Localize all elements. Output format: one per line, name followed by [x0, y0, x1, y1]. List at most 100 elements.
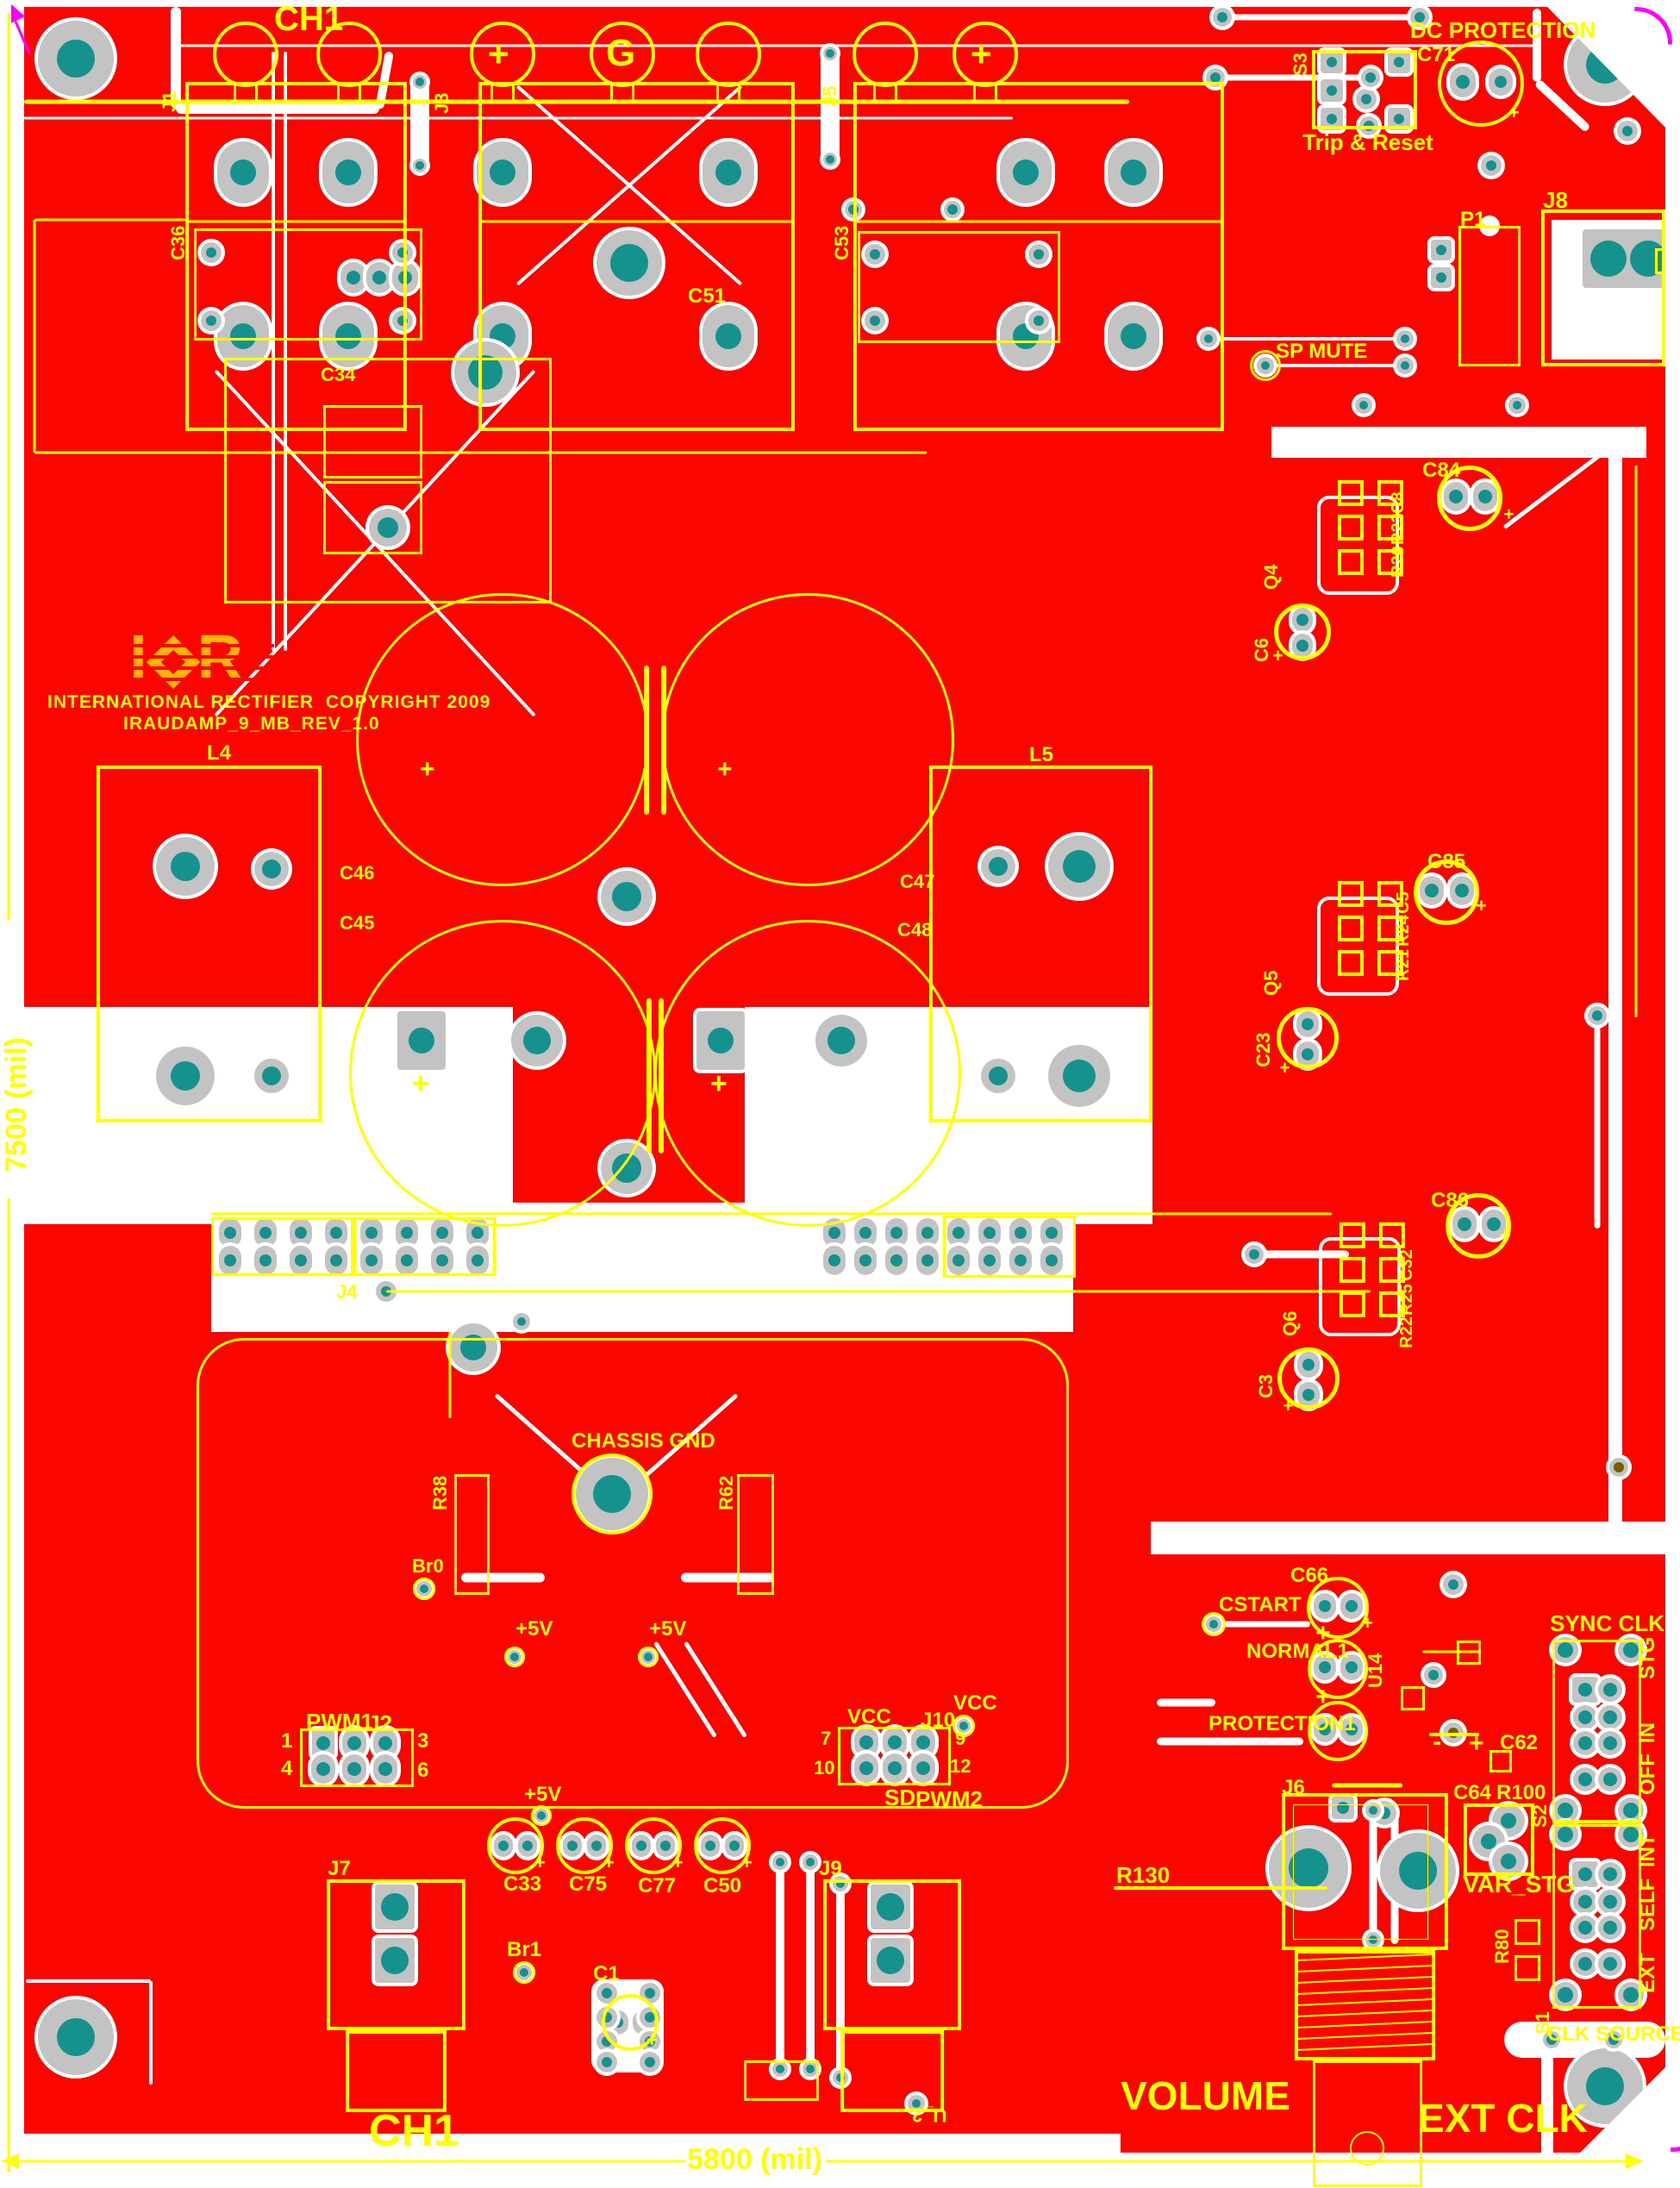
pad-drill	[921, 1254, 934, 1266]
silk-ring	[531, 1805, 552, 1826]
silkscreen-label: +	[672, 1852, 684, 1873]
silk-ring	[1437, 466, 1502, 531]
silk-outline	[1458, 226, 1521, 366]
silkscreen-label: DC PROTECTION	[1410, 17, 1596, 43]
silk-outline	[737, 1474, 774, 1595]
pad-drill	[401, 1227, 413, 1239]
pad-drill	[1586, 2067, 1624, 2105]
pad-drill	[415, 78, 424, 86]
pad-drill	[1623, 1642, 1639, 1658]
silkscreen-label: 12	[950, 1755, 971, 1777]
silk-line	[386, 1290, 1371, 1293]
silk-outline	[823, 1879, 961, 2030]
pad-drill	[1015, 1254, 1027, 1266]
copper-clearance	[1151, 1522, 1665, 1554]
pad-drill	[335, 159, 361, 185]
pad-drill	[316, 1736, 330, 1750]
pad-drill	[715, 159, 741, 185]
pad-drill	[262, 860, 281, 878]
pad-drill	[776, 2065, 784, 2073]
pad-drill	[259, 1254, 272, 1266]
silkscreen-label: C64	[1453, 1781, 1492, 1804]
silk-line	[1429, 1733, 1479, 1736]
silk-outline	[840, 2030, 944, 2112]
silkscreen-label: 10	[814, 1757, 835, 1779]
pad-drill	[230, 323, 256, 349]
pad-drill	[472, 1227, 484, 1239]
silk-outline	[327, 1879, 465, 2030]
silkscreen-label: +5V	[515, 1617, 553, 1641]
silkscreen-label: +	[1279, 1057, 1290, 1078]
trace-line	[1208, 337, 1405, 341]
pad-drill	[1578, 1710, 1592, 1724]
silk-outline	[211, 1217, 353, 1276]
pad-drill	[947, 204, 958, 215]
terminal-tab	[873, 83, 897, 103]
pad-drill	[295, 1227, 307, 1239]
pad-drill	[870, 249, 880, 259]
pad-drill	[436, 1254, 448, 1266]
pad-drill	[262, 1066, 281, 1085]
terminal-ring	[470, 22, 535, 87]
channel-label-top: CH1	[274, 0, 344, 38]
pad-drill	[335, 323, 361, 349]
pad-drill	[1327, 114, 1337, 124]
smd-pad	[1377, 480, 1403, 506]
pad-drill	[381, 1947, 409, 1974]
silk-outline	[744, 2060, 819, 2101]
pad-drill	[1015, 1227, 1027, 1239]
silkscreen-label: SD	[884, 1785, 916, 1810]
silkscreen-label: EXT CLK	[1418, 2096, 1588, 2141]
silkscreen-label: +	[741, 1852, 753, 1873]
silk-outline	[197, 1338, 1069, 1809]
corner-arc-bottom-right	[1671, 2112, 1680, 2152]
silk-outline	[300, 1729, 414, 1787]
terminal-tab	[716, 83, 740, 103]
pad-drill	[1204, 334, 1213, 343]
terminal-tab	[490, 83, 515, 103]
silkscreen-label: +	[1503, 503, 1514, 525]
pad-drill	[230, 159, 256, 185]
smd-pad	[1338, 549, 1364, 575]
silk-outline	[1552, 1640, 1641, 1822]
pad-drill	[1046, 1227, 1058, 1239]
trace-line	[1224, 1621, 1310, 1628]
copper-clearance	[1504, 2022, 1665, 2058]
pad-drill	[989, 857, 1008, 876]
terminal-tab	[973, 83, 997, 103]
smd-pad	[1377, 950, 1403, 976]
silk-ring	[1308, 1639, 1368, 1699]
silk-outline	[1490, 1750, 1512, 1772]
silkscreen-label: +	[1315, 1683, 1331, 1711]
pad-drill	[1369, 1935, 1377, 1944]
smd-pad	[1338, 950, 1364, 976]
pad-drill	[171, 1061, 200, 1091]
pad-drill	[916, 1761, 930, 1775]
silkscreen-label: +	[1476, 895, 1487, 916]
pad-drill	[1486, 160, 1496, 171]
silkscreen-label: R100	[1496, 1781, 1546, 1804]
silkscreen-label: J4	[336, 1281, 358, 1303]
pad-drill	[57, 40, 95, 78]
pad-drill	[1359, 401, 1368, 409]
pad-drill	[1217, 12, 1227, 22]
pad-drill	[1394, 57, 1404, 67]
pad-drill	[1399, 1852, 1437, 1890]
smd-pad	[1340, 1222, 1365, 1248]
pad-drill	[912, 2099, 921, 2108]
pad-drill	[1394, 114, 1404, 124]
dimension-line	[2, 2160, 685, 2163]
pad-drill	[1436, 272, 1446, 283]
silkscreen-label: G	[606, 32, 636, 74]
silkscreen-label: C48	[897, 919, 933, 941]
silkscreen-label: Trip & Reset	[1302, 129, 1433, 155]
silkscreen-label: P1	[1460, 208, 1486, 231]
silkscreen-label: +5V	[649, 1617, 687, 1641]
silk-line	[185, 220, 407, 223]
silk-ring	[1350, 2131, 1384, 2166]
silkscreen-label: Br1	[507, 1938, 542, 1961]
silk-ring	[1250, 350, 1281, 381]
pad-drill	[859, 1227, 871, 1239]
pad-drill	[828, 1254, 840, 1266]
